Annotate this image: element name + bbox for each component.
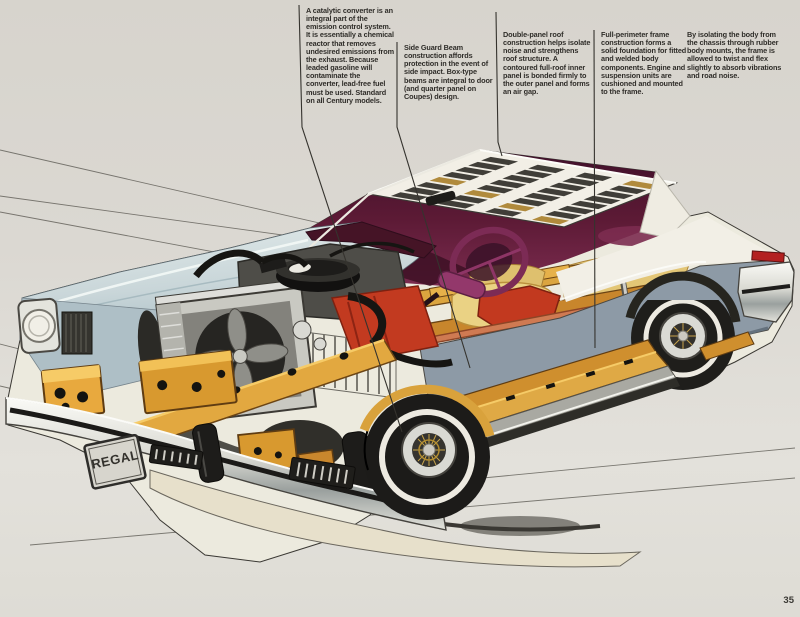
license-plate (83, 433, 147, 490)
side-mirror (425, 190, 456, 206)
callout-body-isolation: By isolating the body from the chassis t… (687, 30, 782, 80)
callout-side-guard-beam: Side Guard Beam construction affords pro… (404, 43, 493, 101)
callout-catalytic-converter: A catalytic converter is an integral par… (306, 6, 394, 105)
front-frame-gold (40, 338, 398, 482)
leader-lines (298, 4, 596, 433)
front-bumper-group (5, 397, 642, 568)
leader-line-frame (593, 29, 596, 349)
leader-line-catalytic (298, 4, 403, 433)
taillight (751, 250, 785, 263)
front-wheel (359, 384, 495, 520)
headlight (21, 308, 56, 343)
inner-grille (61, 311, 93, 355)
page-number: 35 (783, 595, 794, 606)
leader-line-roof (495, 11, 503, 157)
air-cleaner (259, 256, 360, 292)
leader-line-side-guard (396, 42, 471, 369)
steering-wheel (410, 226, 529, 316)
bumper-vent-left (148, 444, 204, 470)
rear-bumper (737, 261, 795, 323)
roof-inner-panel-grid (390, 156, 660, 225)
callout-double-panel-roof: Double-panel roof construction helps iso… (503, 30, 591, 97)
windshield-pillar-chrome (297, 148, 481, 259)
callout-full-perimeter-frame: Full-perimeter frame construction forms … (601, 30, 687, 97)
